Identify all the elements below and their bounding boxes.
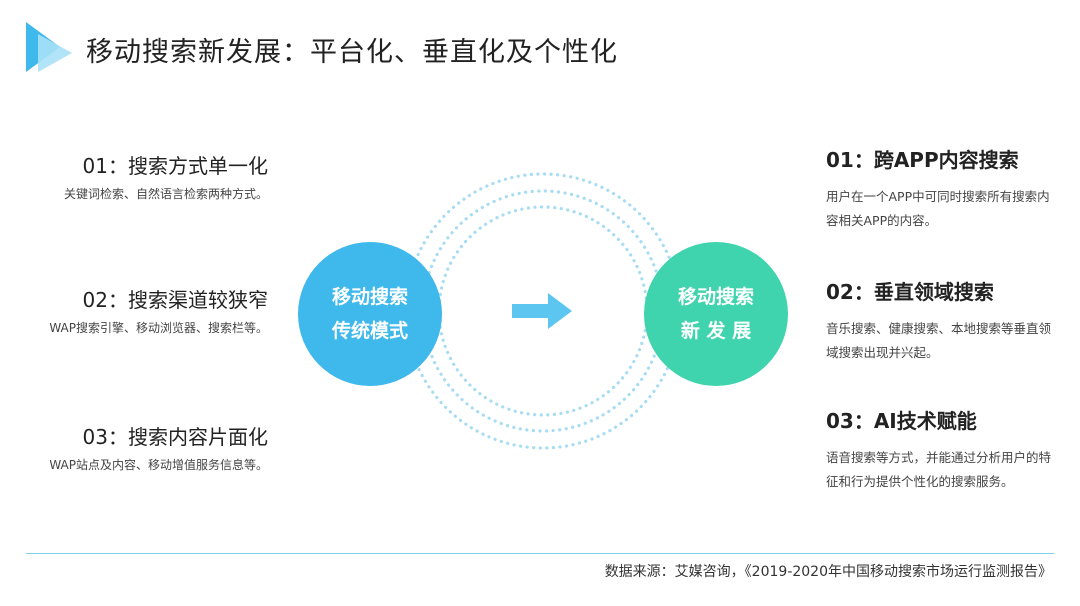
right-item-3: 03：AI技术赋能 语音搜索等方式，并能通过分析用户的特征和行为提供个性化的搜索… [826, 405, 1062, 494]
left-item-title: 03：搜索内容片面化 [82, 425, 268, 449]
data-source-note: 数据来源：艾媒咨询，《2019-2020年中国移动搜索市场运行监测报告》 [604, 564, 1052, 580]
circle-label: 传统模式 [331, 320, 408, 342]
right-item-1: 01：跨APP内容搜索 用户在一个APP中可同时搜索所有搜索内容相关APP的内容… [826, 144, 1062, 233]
right-item-desc: 语音搜索等方式，并能通过分析用户的特征和行为提供个性化的搜索服务。 [826, 450, 1052, 489]
circle-label: 移动搜索 [677, 286, 754, 308]
left-item-title: 02：搜索渠道较狭窄 [82, 288, 268, 312]
arrow-right-icon [512, 293, 572, 329]
right-item-desc: 用户在一个APP中可同时搜索所有搜索内容相关APP的内容。 [826, 189, 1050, 228]
right-item-2: 02：垂直领域搜索 音乐搜索、健康搜索、本地搜索等垂直领域搜索出现并兴起。 [826, 276, 1062, 365]
left-item-2: 02：搜索渠道较狭窄 WAP搜索引擎、移动浏览器、搜索栏等。 [49, 284, 268, 336]
left-item-desc: WAP站点及内容、移动增值服务信息等。 [49, 458, 268, 472]
footer-divider [26, 553, 1054, 554]
left-item-desc: 关键词检索、自然语言检索两种方式。 [63, 187, 268, 201]
left-item-desc: WAP搜索引擎、移动浏览器、搜索栏等。 [49, 321, 268, 335]
play-logo-icon [26, 22, 72, 72]
traditional-mode-circle: 移动搜索 传统模式 [298, 242, 442, 386]
left-item-3: 03：搜索内容片面化 WAP站点及内容、移动增值服务信息等。 [49, 421, 268, 473]
new-development-circle: 移动搜索 新 发 展 [644, 242, 788, 386]
right-item-title: 01：跨APP内容搜索 [826, 148, 1019, 172]
page-title: 移动搜索新发展：平台化、垂直化及个性化 [86, 37, 618, 68]
left-item-1: 01：搜索方式单一化 关键词检索、自然语言检索两种方式。 [64, 150, 268, 202]
circle-label: 新 发 展 [680, 320, 752, 342]
right-item-title: 03：AI技术赋能 [826, 409, 977, 433]
circle-label: 移动搜索 [331, 286, 408, 308]
left-item-title: 01：搜索方式单一化 [82, 154, 268, 178]
right-item-desc: 音乐搜索、健康搜索、本地搜索等垂直领域搜索出现并兴起。 [826, 321, 1052, 360]
right-item-title: 02：垂直领域搜索 [826, 280, 994, 304]
